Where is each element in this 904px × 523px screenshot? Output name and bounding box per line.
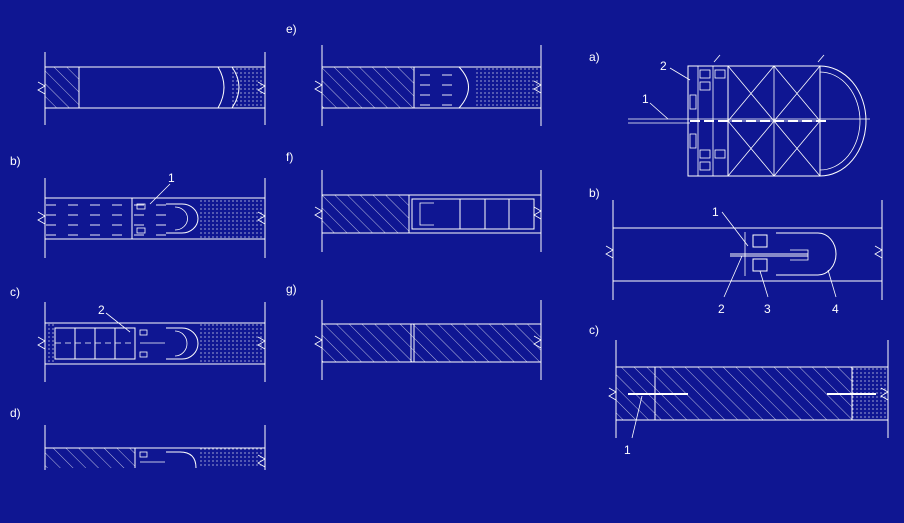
panel-c-left-label: c) (10, 285, 20, 299)
panel-b-left: b) 1 (10, 154, 266, 258)
panel-e-label: e) (286, 22, 297, 36)
panel-c-left: c) 2 (10, 285, 266, 382)
panel-g: g) (286, 282, 542, 380)
panel-c-right-label: c) (589, 323, 599, 337)
panel-b-right-callout-2: 2 (718, 302, 725, 316)
panel-b-left-callout-1: 1 (168, 171, 175, 185)
panel-a-right-callout-1: 1 (642, 92, 649, 106)
panel-a-right-callout-2: 2 (660, 59, 667, 73)
panel-a-right: a) 2 1 (589, 50, 870, 177)
panel-top-left (37, 52, 266, 125)
panel-f-label: f) (286, 150, 293, 164)
panel-d-left: d) (10, 406, 266, 470)
panel-b-right-callout-3: 3 (764, 302, 771, 316)
panel-d-left-label: d) (10, 406, 21, 420)
panel-b-right-callout-4: 4 (832, 302, 839, 316)
panel-c-right-callout-1: 1 (624, 443, 631, 457)
panel-b-right-callout-1: 1 (712, 205, 719, 219)
panel-g-label: g) (286, 282, 297, 296)
panel-c-left-callout-2: 2 (98, 303, 105, 317)
panel-a-right-label: a) (589, 50, 600, 64)
panel-b-left-label: b) (10, 154, 21, 168)
panel-c-right: c) 1 (589, 323, 889, 457)
panel-e: e) (286, 22, 542, 126)
panel-f: f) (286, 150, 542, 252)
panel-b-right-label: b) (589, 186, 600, 200)
panel-b-right: b) 1 2 3 4 (589, 186, 883, 316)
